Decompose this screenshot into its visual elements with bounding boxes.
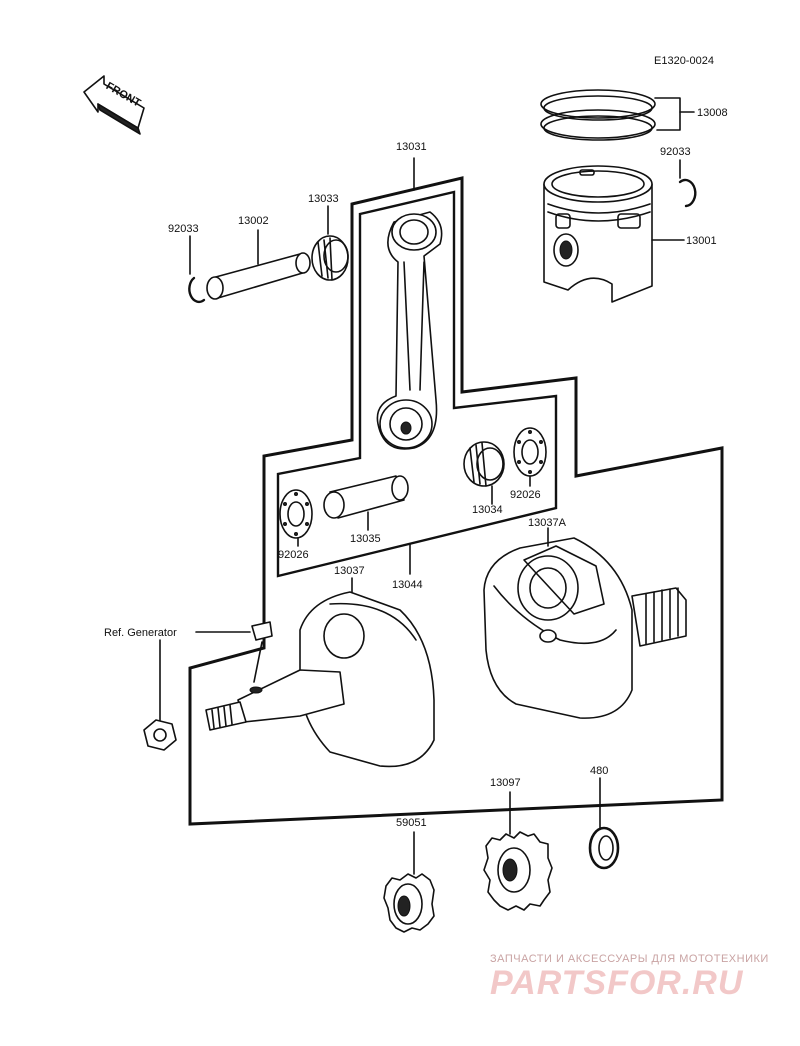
label-13037a: 13037A [528, 517, 567, 529]
label-13037: 13037 [334, 565, 365, 577]
front-arrow-icon: FRONT [83, 75, 145, 135]
big-end-bearing [463, 441, 505, 505]
piston-rings [540, 89, 695, 141]
woodruff-key [195, 621, 273, 683]
thrust-washer-right [513, 427, 547, 487]
watermark-caption: ЗАПЧАСТИ И АКСЕССУАРЫ ДЛЯ МОТОТЕХНИКИ [490, 953, 769, 965]
ref-generator-label: Ref. Generator [104, 627, 177, 639]
small-end-bearing [311, 205, 349, 281]
gear-59051 [383, 831, 435, 933]
label-92033-right: 92033 [660, 146, 691, 158]
label-13031: 13031 [396, 141, 427, 153]
label-13033: 13033 [308, 193, 339, 205]
label-480: 480 [590, 765, 608, 777]
label-92033-left: 92033 [168, 223, 199, 235]
label-13034: 13034 [472, 504, 503, 516]
label-13097: 13097 [490, 777, 521, 789]
watermark-logo: PARTSFOR.RU [490, 964, 744, 1002]
kit-outline [276, 190, 558, 578]
flange-nut [143, 639, 177, 751]
label-92026-right: 92026 [510, 489, 541, 501]
label-13002: 13002 [238, 215, 269, 227]
piston-pin [206, 229, 311, 300]
crank-half-right [483, 527, 687, 719]
label-13044: 13044 [392, 579, 423, 591]
label-13001: 13001 [686, 235, 717, 247]
thrust-washer-left [279, 489, 313, 547]
gear-13097 [483, 791, 553, 911]
circlip-right [678, 159, 697, 208]
connecting-rod [376, 211, 443, 450]
piston [543, 165, 685, 303]
assembly-outline [188, 176, 724, 826]
crank-half-left [205, 577, 435, 768]
label-59051: 59051 [396, 817, 427, 829]
circlip-480 [588, 777, 620, 870]
crank-pin [323, 475, 409, 531]
drawing-code: E1320-0024 [654, 55, 714, 67]
label-13035: 13035 [350, 533, 381, 545]
label-13008: 13008 [697, 107, 728, 119]
circlip-left [188, 235, 206, 304]
label-92026-left: 92026 [278, 549, 309, 561]
